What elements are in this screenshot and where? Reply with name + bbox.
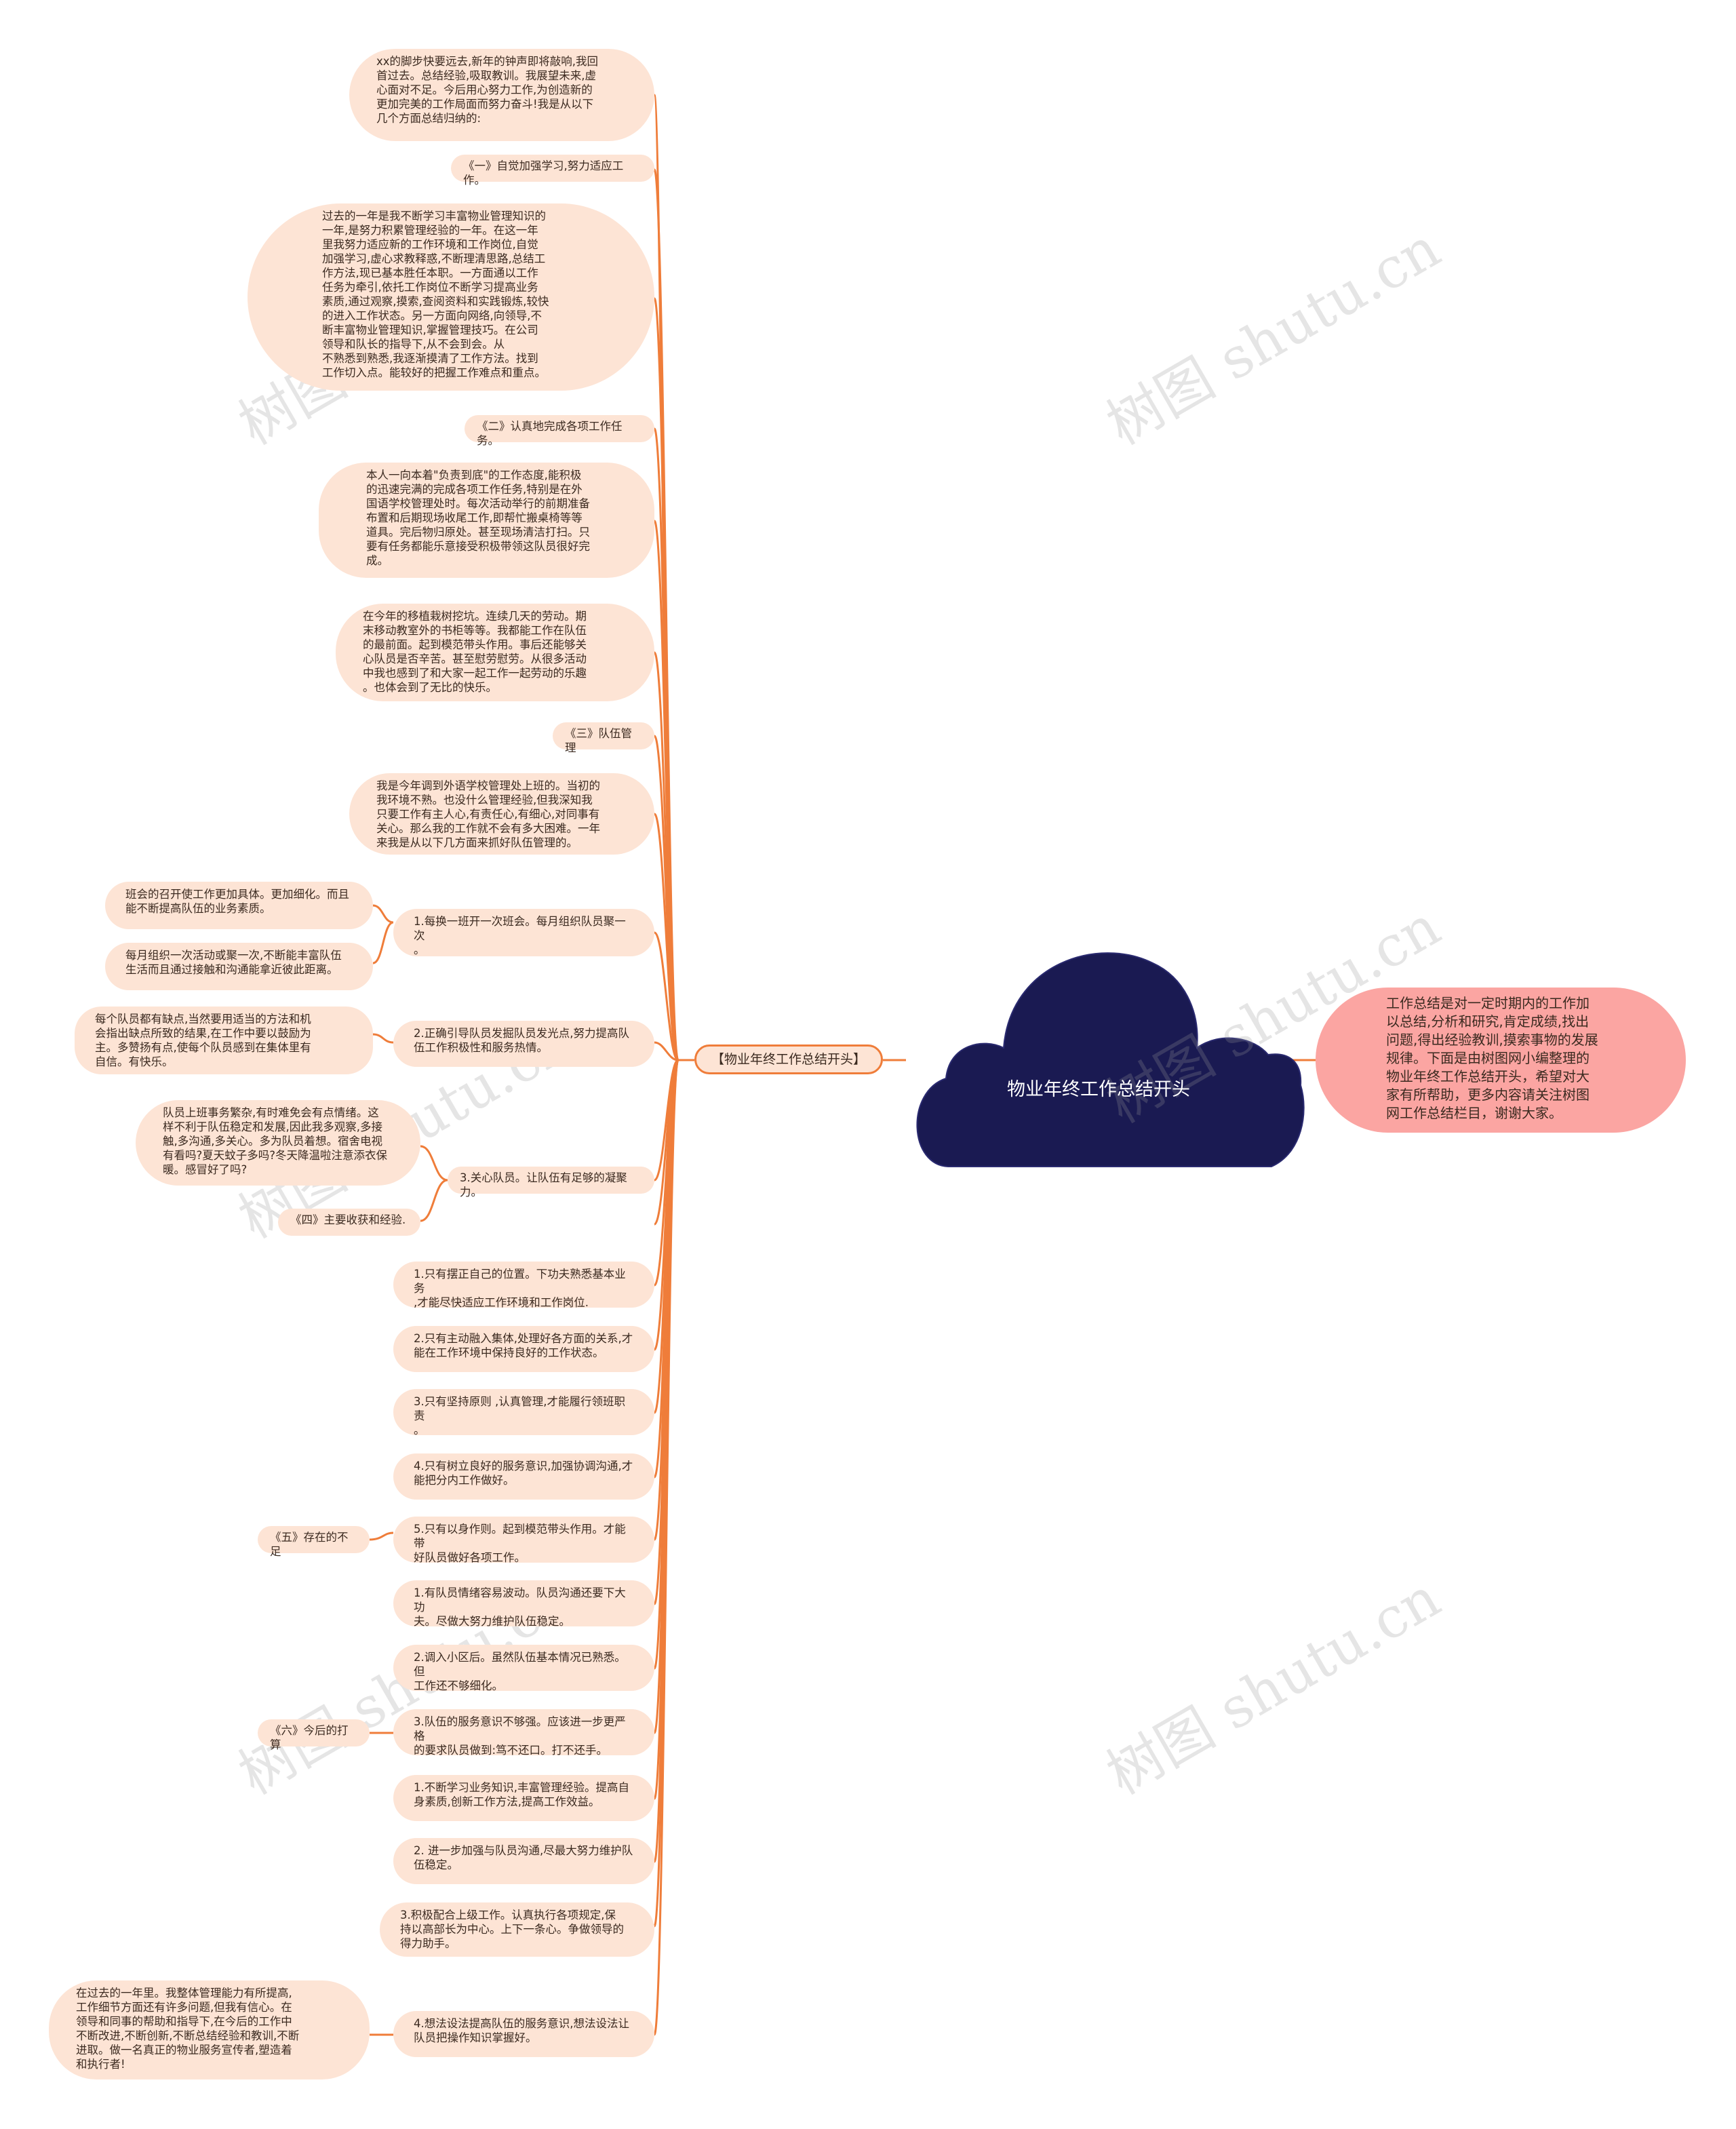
mindmap-node[interactable]: 4.想法设法提高队伍的服务意识,想法设法让 队员把操作知识掌握好。 <box>393 2011 654 2057</box>
mindmap-node[interactable]: 3.关心队员。让队伍有足够的凝聚力。 <box>448 1167 654 1198</box>
mindmap-node[interactable]: 4.只有树立良好的服务意识,加强协调沟通,才 能把分内工作做好。 <box>393 1453 654 1500</box>
root-node[interactable]: 物业年终工作总结开头 <box>1007 1079 1190 1100</box>
mindmap-node[interactable]: 1.每换一班开一次班会。每月组织队员聚一次 。 <box>393 909 654 956</box>
mindmap-node[interactable]: 《六》今后的打算 <box>258 1719 370 1751</box>
mindmap-node[interactable]: 1.有队员情绪容易波动。队员沟通还要下大功 夫。尽做大努力维护队伍稳定。 <box>393 1580 654 1628</box>
mindmap-node[interactable]: 每月组织一次活动或聚一次,不断能丰富队伍 生活而且通过接触和沟通能拿近彼此距离。 <box>105 943 373 990</box>
mindmap-node[interactable]: 3.队伍的服务意识不够强。应该进一步更严格 的要求队员做到:笃不还口。打不还手。 <box>393 1709 654 1757</box>
mindmap-node[interactable]: 在过去的一年里。我整体管理能力有所提高, 工作细节方面还有许多问题,但我有信心。… <box>49 1980 370 2079</box>
mindmap-node[interactable]: 《三》队伍管理 <box>553 722 654 754</box>
mindmap-node[interactable]: 3.只有坚持原则 ,认真管理,才能履行领班职责 。 <box>393 1389 654 1437</box>
mindmap-node[interactable]: 《二》认真地完成各项工作任务。 <box>465 415 654 447</box>
mindmap-node[interactable]: 《一》自觉加强学习,努力适应工作。 <box>451 155 654 187</box>
mindmap-node[interactable]: 在今年的移植栽树挖坑。连续几天的劳动。期 末移动教室外的书柜等等。我都能工作在队… <box>336 604 654 701</box>
mindmap-node[interactable]: 2.正确引导队员发掘队员发光点,努力提高队 伍工作积极性和服务热情。 <box>393 1021 654 1067</box>
mindmap-node[interactable]: 3.积极配合上级工作。认真执行各项规定,保 持以高部长为中心。上下一条心。争做领… <box>380 1902 654 1957</box>
mindmap-node[interactable]: 过去的一年是我不断学习丰富物业管理知识的 一年,是努力积累管理经验的一年。在这一… <box>248 203 654 391</box>
mindmap-node[interactable]: 本人一向本着"负责到底"的工作态度,能积极 的迅速完满的完成各项工作任务,特别是… <box>319 463 654 578</box>
mindmap-node[interactable]: 2.调入小区后。虽然队伍基本情况已熟悉。但 工作还不够细化。 <box>393 1645 654 1692</box>
mindmap-node[interactable]: 每个队员都有缺点,当然要用适当的方法和机 会指出缺点所致的结果,在工作中要以鼓励… <box>75 1007 373 1074</box>
root-cloud <box>916 952 1305 1167</box>
main-topic-node[interactable]: 【物业年终工作总结开头】 <box>694 1044 883 1074</box>
mindmap-node[interactable]: 1.不断学习业务知识,丰富管理经验。提高自 身素质,创新工作方法,提高工作效益。 <box>393 1775 654 1821</box>
mindmap-node[interactable]: xx的脚步快要远去,新年的钟声即将敲响,我回 首过去。总结经验,吸取教训。我展望… <box>349 49 654 141</box>
mindmap-node[interactable]: 2. 进一步加强与队员沟通,尽最大努力维护队 伍稳定。 <box>393 1838 654 1884</box>
description-node[interactable]: 工作总结是对一定时期内的工作加 以总结,分析和研究,肯定成绩,找出 问题,得出经… <box>1316 988 1686 1133</box>
mindmap-node[interactable]: 班会的召开使工作更加具体。更加细化。而且 能不断提高队伍的业务素质。 <box>105 882 373 929</box>
mindmap-node[interactable]: 2.只有主动融入集体,处理好各方面的关系,才 能在工作环境中保持良好的工作状态。 <box>393 1326 654 1372</box>
mindmap-node[interactable]: 《五》存在的不足 <box>258 1526 370 1558</box>
mindmap-node[interactable]: 《四》主要收获和经验. <box>278 1209 420 1236</box>
mindmap-node[interactable]: 5.只有以身作则。起到模范带头作用。才能带 好队员做好各项工作。 <box>393 1517 654 1564</box>
mindmap-node[interactable]: 队员上班事务繁杂,有时难免会有点情绪。这 样不利于队伍稳定和发展,因此我多观察,… <box>136 1100 420 1186</box>
mindmap-node[interactable]: 1.只有摆正自己的位置。下功夫熟悉基本业务 ,才能尽快适应工作环境和工作岗位. <box>393 1262 654 1309</box>
mindmap-node[interactable]: 我是今年调到外语学校管理处上班的。当初的 我环境不熟。也没什么管理经验,但我深知… <box>349 773 654 855</box>
